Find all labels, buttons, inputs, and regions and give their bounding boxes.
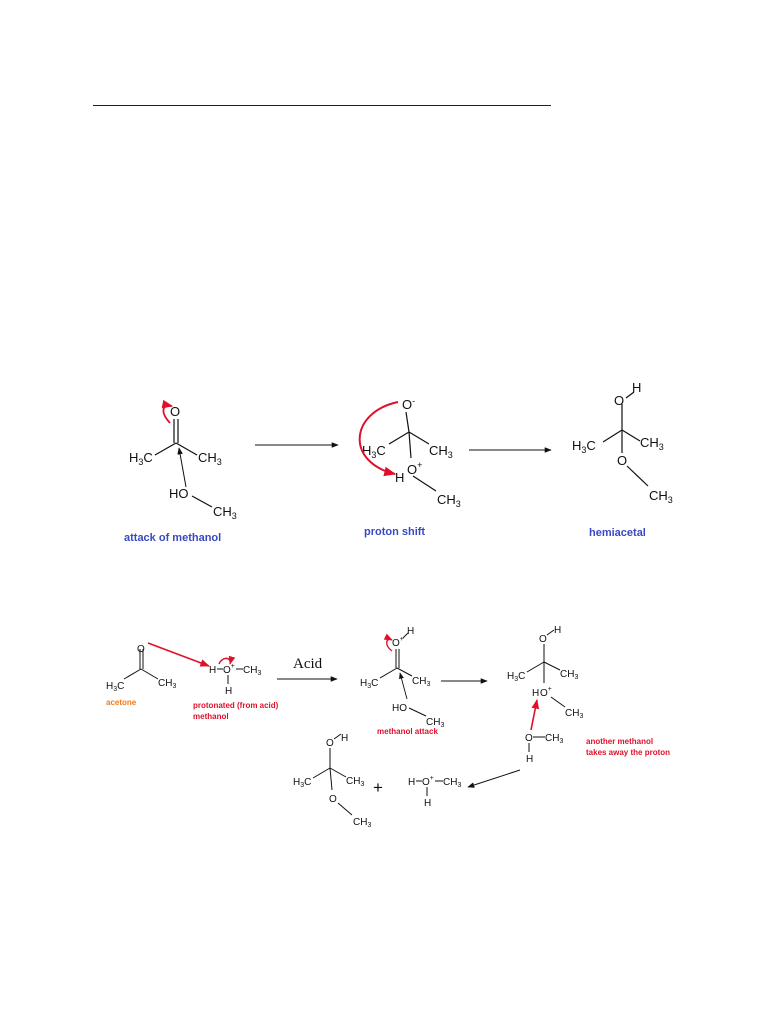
- hemiacetal-molecule: O H H3C CH3 O CH3: [572, 380, 673, 505]
- methyl-right: CH3: [560, 669, 578, 681]
- methyl-group: CH3: [243, 665, 261, 677]
- methyl-methanol: CH3: [213, 504, 237, 521]
- hydrogen-atom: H: [532, 688, 539, 699]
- scheme-2: O H3C CH3 acetone H O+ CH3 H protonated …: [106, 625, 670, 829]
- methyl-group: CH3: [443, 777, 461, 789]
- oxygen-atom: O: [539, 634, 547, 645]
- methyl-right: CH3: [198, 450, 222, 467]
- methyl-bottom: CH3: [565, 708, 583, 720]
- hydrogen-atom: H: [526, 754, 533, 765]
- attack-arrow: [400, 673, 407, 699]
- acetone-molecule-2: O H3C CH3: [106, 644, 176, 693]
- hydroxyl-group: HO: [169, 486, 189, 501]
- methyl-left: H3C: [293, 777, 311, 789]
- methyl-group: CH3: [545, 733, 563, 745]
- hydrogen-atom: H: [424, 798, 431, 809]
- ether-oxygen: O: [617, 453, 627, 468]
- hydrogen-atom: H: [554, 625, 561, 636]
- methyl-right: CH3: [346, 776, 364, 788]
- caption-proton-shift: proton shift: [364, 526, 425, 538]
- red-arrow-proton-removal: [531, 700, 537, 730]
- methyl-left: H3C: [129, 450, 153, 467]
- curved-arrow-red: [360, 402, 398, 474]
- oxide-atom: O-: [402, 396, 415, 412]
- protonated-hemiacetal: O H H3C CH3 O+ H CH3: [507, 625, 583, 720]
- product-protonated-methanol: H O+ CH3 H: [408, 775, 461, 809]
- caption-hemiacetal: hemiacetal: [589, 527, 646, 539]
- hydrogen-atom: H: [407, 626, 414, 637]
- methyl-bottom: CH3: [437, 492, 461, 509]
- oxonium-atom: O+: [422, 775, 434, 788]
- hydrogen-atom: H: [632, 380, 641, 395]
- methyl-right: CH3: [158, 678, 176, 690]
- acetone-molecule-1: O H3C CH3 HO CH3: [129, 404, 237, 521]
- methyl-left: H3C: [572, 438, 596, 455]
- oxygen-atom: O: [614, 393, 624, 408]
- scheme-1: O H3C CH3 HO CH3 O- H3C CH3 O+: [124, 380, 673, 544]
- hydrogen-atom: H: [225, 686, 232, 697]
- caption-another-methanol-line2: takes away the proton: [586, 748, 670, 757]
- methyl-left: H3C: [360, 678, 378, 690]
- attack-arrow: [179, 448, 186, 487]
- oxonium-atom: O+: [407, 460, 422, 477]
- methyl-right: CH3: [412, 676, 430, 688]
- hydrogen-atom: H: [408, 777, 415, 788]
- oxonium-atom: O+: [392, 636, 404, 649]
- methyl-right: CH3: [640, 435, 664, 452]
- methyl-ether: CH3: [649, 488, 673, 505]
- hydrogen-atom: H: [209, 665, 216, 676]
- curved-arrow-red: [219, 658, 230, 664]
- methyl-left: H3C: [507, 671, 525, 683]
- hydroxyl-group: HO: [392, 703, 407, 714]
- oxonium-atom: O+: [223, 663, 235, 676]
- methyl-right: CH3: [429, 443, 453, 460]
- caption-acetone: acetone: [106, 698, 137, 707]
- oxonium-atom: O+: [540, 686, 552, 699]
- oxygen-atom: O: [326, 738, 334, 749]
- caption-attack-of-methanol: attack of methanol: [124, 532, 221, 544]
- caption-methanol-attack: methanol attack: [377, 727, 438, 736]
- caption-protonated-line2: methanol: [193, 712, 229, 721]
- caption-another-methanol-line1: another methanol: [586, 737, 653, 746]
- zwitterion-molecule: O- H3C CH3 O+ H CH3: [360, 396, 461, 509]
- product-hemiacetal: O H H3C CH3 O CH3: [293, 733, 371, 829]
- oxygen-atom: O: [525, 733, 533, 744]
- caption-protonated-line1: protonated (from acid): [193, 701, 279, 710]
- reagent-acid: Acid: [293, 656, 323, 672]
- protonated-acetone: O+ H H3C CH3 HO CH3: [360, 626, 444, 729]
- methyl-left: H3C: [106, 681, 124, 693]
- protonated-methanol: H O+ CH3 H: [209, 658, 261, 697]
- ether-oxygen: O: [329, 794, 337, 805]
- oxygen-atom: O: [137, 644, 145, 655]
- plus-sign: +: [373, 778, 383, 797]
- hydrogen-atom: H: [341, 733, 348, 744]
- red-arrow-to-proton: [148, 643, 209, 666]
- reaction-arrow-5: [468, 770, 520, 787]
- second-methanol: O CH3 H: [525, 733, 563, 765]
- methyl-ether: CH3: [353, 817, 371, 829]
- hydrogen-atom: H: [395, 470, 404, 485]
